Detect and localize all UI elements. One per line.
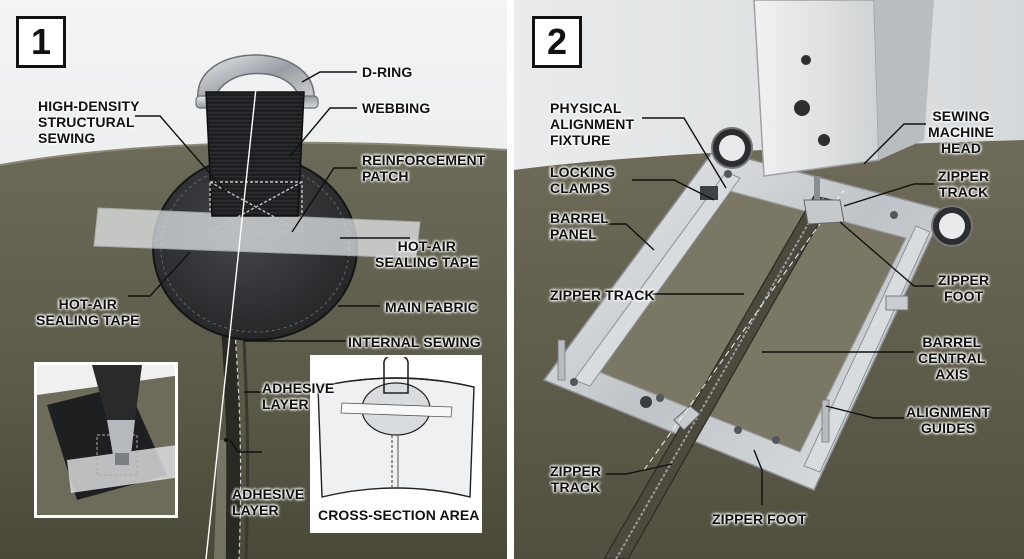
panel-1-d-ring-assembly: 1 D-RING WEBBING HIGH-DENSITY STRUCTURAL… — [0, 0, 507, 559]
label-hot-air-sealing-tape-right: HOT-AIR SEALING TAPE — [375, 238, 479, 270]
label-zipper-track-bottom: ZIPPER TRACK — [550, 463, 602, 495]
label-webbing: WEBBING — [362, 100, 431, 116]
label-zipper-foot-right: ZIPPER FOOT — [938, 272, 990, 304]
hot-air-gun-inset — [34, 362, 178, 518]
label-zipper-track-right: ZIPPER TRACK — [938, 168, 990, 200]
panel-2-zipper-fixture: 2 PHYSICAL ALIGNMENT FIXTURE SEWING MACH… — [514, 0, 1024, 559]
label-adhesive-layer-top: ADHESIVE LAYER — [262, 380, 335, 412]
label-locking-clamps: LOCKING CLAMPS — [550, 164, 616, 196]
label-sewing-machine-head: SEWING MACHINE HEAD — [928, 108, 995, 156]
zipper-foot-shape — [803, 199, 845, 225]
label-alignment-guides: ALIGNMENT GUIDES — [906, 404, 991, 436]
label-reinforcement-patch: REINFORCEMENT PATCH — [362, 152, 486, 184]
label-barrel-panel: BARREL PANEL — [550, 210, 609, 242]
label-physical-alignment-fixture: PHYSICAL ALIGNMENT FIXTURE — [550, 100, 635, 148]
cross-section-callout — [310, 353, 482, 533]
label-high-density-sewing: HIGH-DENSITY STRUCTURAL SEWING — [38, 98, 140, 146]
label-zipper-track-mid: ZIPPER TRACK — [550, 287, 655, 303]
label-cross-section-area: CROSS-SECTION AREA — [318, 507, 480, 523]
step-number-2: 2 — [532, 16, 582, 68]
label-adhesive-layer-bottom: ADHESIVE LAYER — [232, 486, 305, 518]
panel-divider — [507, 0, 514, 559]
step-number-1: 1 — [16, 16, 66, 68]
label-internal-sewing: INTERNAL SEWING — [348, 334, 481, 350]
webbing-shape — [205, 91, 305, 217]
label-d-ring: D-RING — [362, 64, 413, 80]
label-main-fabric: MAIN FABRIC — [385, 299, 478, 315]
label-zipper-foot-bottom: ZIPPER FOOT — [712, 511, 807, 527]
label-barrel-central-axis: BARREL CENTRAL AXIS — [918, 334, 986, 382]
sewing-machine-head-shape — [753, 0, 880, 177]
label-hot-air-sealing-tape-left: HOT-AIR SEALING TAPE — [36, 296, 140, 328]
